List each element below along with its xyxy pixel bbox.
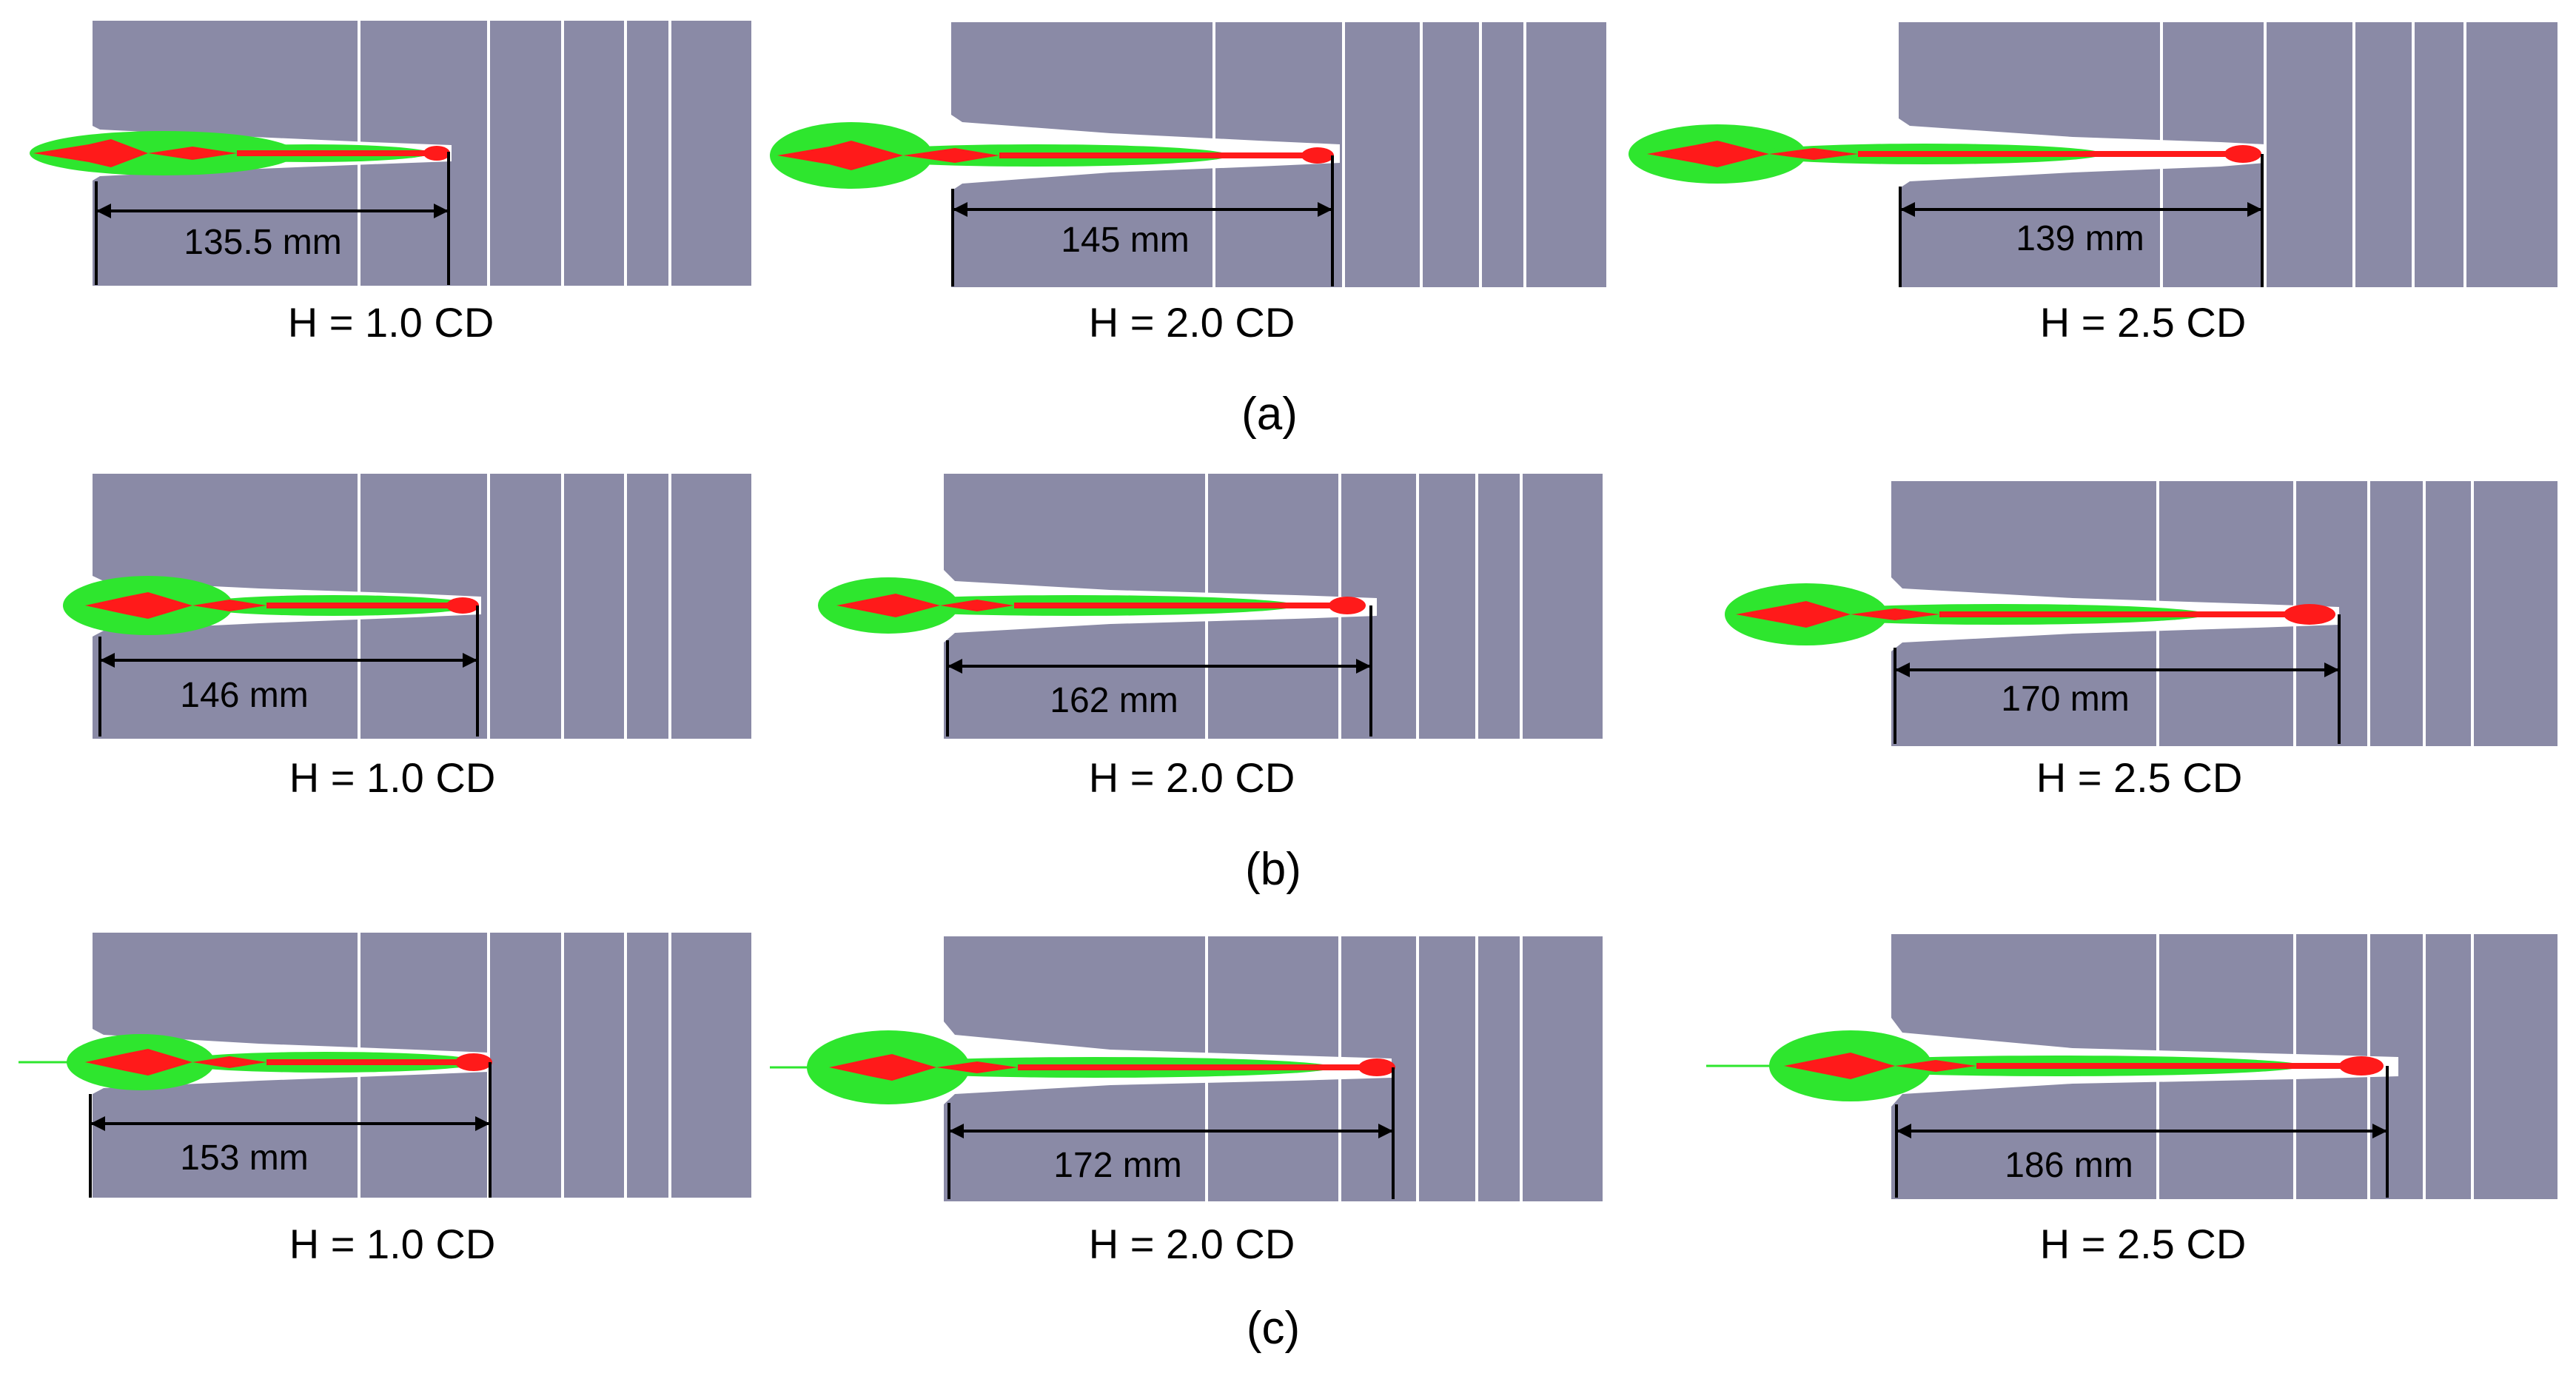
panel-c3: 186 mm H = 2.5 CD bbox=[1706, 934, 2557, 1267]
panel-b3: 170 mm H = 2.5 CD bbox=[1725, 481, 2557, 801]
jet-core-region bbox=[829, 1054, 936, 1081]
standoff-label: H = 2.0 CD bbox=[1089, 1221, 1295, 1267]
standoff-label: H = 1.0 CD bbox=[289, 1221, 496, 1267]
jet-core-region bbox=[777, 141, 903, 170]
panel-a3: 139 mm H = 2.5 CD bbox=[1629, 22, 2557, 346]
penetration-depth-label: 139 mm bbox=[2016, 219, 2144, 258]
plate-seams bbox=[1212, 22, 1526, 287]
penetration-depth-label: 170 mm bbox=[2001, 680, 2129, 719]
jet-core-region bbox=[85, 592, 192, 619]
penetration-depth-label: 172 mm bbox=[1053, 1146, 1181, 1185]
row-caption: (b) bbox=[1245, 844, 1301, 895]
jet-core-region bbox=[1784, 1053, 1895, 1079]
plate-seams bbox=[358, 474, 671, 739]
panel-a1: 135.5 mm H = 1.0 CD bbox=[30, 21, 751, 346]
penetration-depth-label: 135.5 mm bbox=[184, 223, 341, 262]
panel-c2: 172 mm H = 2.0 CD bbox=[770, 936, 1603, 1267]
jet-core-region bbox=[85, 1049, 192, 1076]
penetration-depth-label: 153 mm bbox=[180, 1138, 308, 1178]
standoff-label: H = 2.5 CD bbox=[2036, 754, 2243, 801]
standoff-label: H = 2.0 CD bbox=[1089, 754, 1295, 801]
penetration-depth-label: 145 mm bbox=[1061, 221, 1189, 260]
standoff-label: H = 1.0 CD bbox=[289, 754, 496, 801]
row-a: 135.5 mm H = 1.0 CD 145 mm H = 2.0 CD bbox=[30, 21, 2557, 440]
standoff-label: H = 2.5 CD bbox=[2040, 299, 2247, 346]
penetration-depth-label: 146 mm bbox=[180, 676, 308, 715]
row-b: 146 mm H = 1.0 CD 162 mm H = 2.0 CD bbox=[63, 474, 2557, 895]
row-caption: (a) bbox=[1241, 389, 1298, 440]
panel-a2: 145 mm H = 2.0 CD bbox=[770, 22, 1606, 346]
panel-b1: 146 mm H = 1.0 CD bbox=[63, 474, 751, 801]
jet-core-region bbox=[1647, 141, 1769, 167]
standoff-label: H = 2.0 CD bbox=[1089, 299, 1295, 346]
jet-core-region bbox=[33, 139, 148, 167]
jet-core-region bbox=[1736, 601, 1851, 628]
panel-c1: 153 mm H = 1.0 CD bbox=[19, 933, 751, 1267]
panel-b2: 162 mm H = 2.0 CD bbox=[818, 474, 1603, 801]
penetration-depth-label: 186 mm bbox=[2005, 1146, 2133, 1185]
row-c: 153 mm H = 1.0 CD 172 mm H = 2.0 CD bbox=[19, 933, 2557, 1354]
jet-core-region bbox=[836, 594, 940, 617]
standoff-label: H = 2.5 CD bbox=[2040, 1221, 2247, 1267]
standoff-label: H = 1.0 CD bbox=[288, 299, 494, 346]
row-caption: (c) bbox=[1247, 1303, 1300, 1354]
penetration-depth-label: 162 mm bbox=[1050, 681, 1178, 720]
